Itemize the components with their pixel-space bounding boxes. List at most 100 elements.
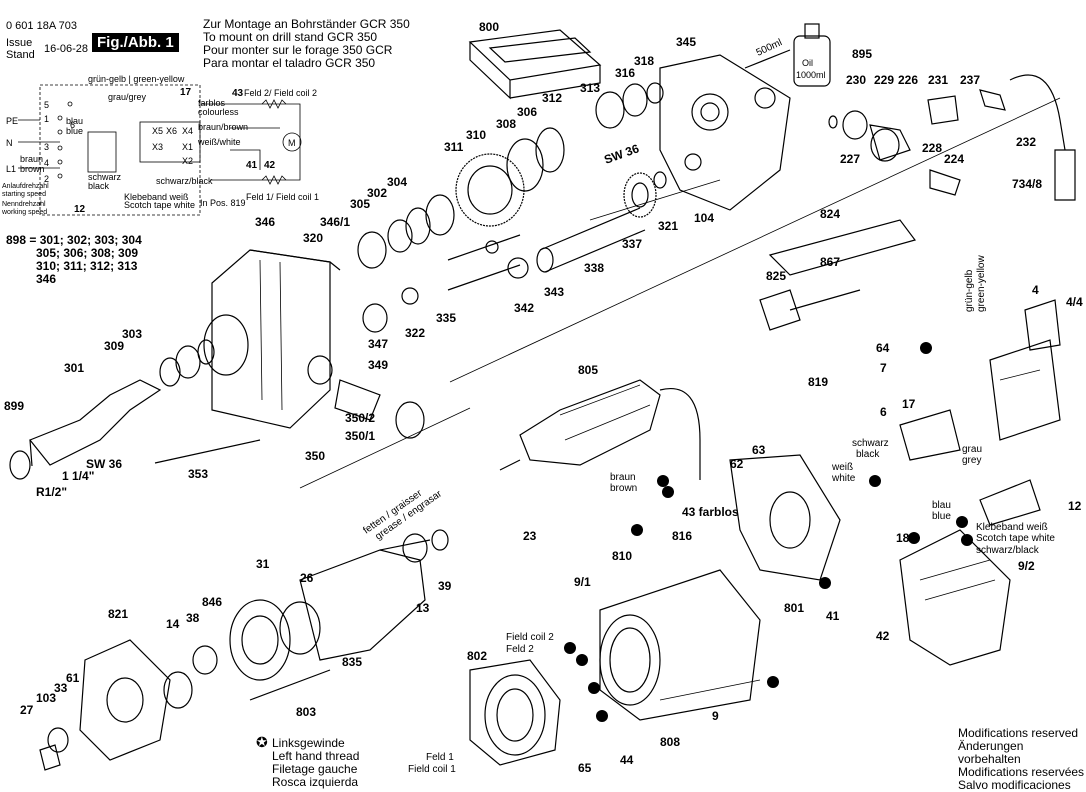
modifications-de: Änderungen vorbehalten: [958, 739, 1024, 766]
title-en: To mount on drill stand GCR 350: [203, 30, 378, 44]
pn-232: 232: [1016, 135, 1036, 149]
working-speed-de: Nenndrehzahl: [2, 201, 46, 208]
thread-label: 1 1/4": [62, 469, 94, 483]
pn-304: 304: [387, 175, 407, 189]
section-divider-2: [299, 407, 471, 489]
pn-337: 337: [622, 237, 642, 251]
pn-803: 803: [296, 705, 316, 719]
terminal-1: 1: [44, 114, 49, 124]
pn-343: 343: [544, 285, 564, 299]
pn-224: 224: [944, 152, 964, 166]
wire-blau-a: blau: [932, 500, 951, 511]
pn-342: 342: [514, 301, 534, 315]
pn-895: 895: [852, 47, 872, 61]
pn-226: 226: [898, 73, 918, 87]
pn-227: 227: [840, 152, 860, 166]
pn-27: 27: [20, 703, 34, 717]
gears: [357, 82, 721, 305]
terminal-x1: X1: [182, 142, 193, 152]
legend-line-fr: Filetage gauche: [272, 762, 358, 776]
pn-800: 800: [479, 20, 499, 34]
oil-label: Oil: [802, 58, 813, 68]
pn-18: 18: [896, 531, 910, 545]
field-coil-1-en: Field coil 1: [408, 764, 456, 775]
part-number-labels: 800 345 895 312 313 316 318 306 308 310 …: [4, 20, 1083, 775]
terminal-x5: X5: [152, 126, 163, 136]
pn-41: 41: [826, 609, 840, 623]
field-coil-2-en: Field coil 2: [506, 632, 554, 643]
pn-63: 63: [752, 443, 766, 457]
armature: [229, 529, 449, 701]
pn-4: 4: [1032, 283, 1039, 297]
fig-label: Fig./Abb. 1: [92, 33, 179, 52]
legend-line-de: Linksgewinde: [272, 736, 345, 750]
modifications-note: Modifications reserved Änderungen vorbeh…: [958, 727, 1086, 792]
pn-33: 33: [54, 681, 68, 695]
pn-808: 808: [660, 735, 680, 749]
title-es: Para montar el taladro GCR 350: [203, 56, 376, 70]
pn-17: 17: [902, 397, 916, 411]
sw36-label-b: SW 36: [86, 457, 122, 471]
pn-350: 350: [305, 449, 325, 463]
spindle: [9, 339, 215, 480]
wire-schwarz-1: schwarz: [88, 172, 122, 182]
wire-braun-brown: braun/brown: [198, 122, 248, 132]
title-fr: Pour monter sur le forage 350 GCR: [203, 43, 393, 57]
pn-61: 61: [66, 671, 80, 685]
pn-231: 231: [928, 73, 948, 87]
farblos-label: 43 farblos: [682, 505, 739, 519]
wiring-diagram: PE N L1 grün-gelb | green-yellow grau/gr…: [1, 74, 319, 216]
stator-housing: [599, 569, 761, 721]
wire-brown-1: brown: [20, 164, 45, 174]
field-coil-1-label: Feld 1/ Field coil 1: [246, 192, 319, 202]
pn-38: 38: [186, 611, 200, 625]
pn-318: 318: [634, 54, 654, 68]
terminal-2: 2: [44, 174, 49, 184]
small-parts: [154, 303, 425, 464]
schwarz-black-b: schwarz/black: [976, 545, 1040, 556]
wire-braun-a: braun: [610, 472, 636, 483]
pn-9-1: 9/1: [574, 575, 591, 589]
wiring-12: 12: [74, 204, 86, 215]
pn-4-4: 4/4: [1066, 295, 1083, 309]
pn-14-a: 14: [166, 617, 180, 631]
switch-box: [899, 299, 1061, 526]
pn-346: 346: [255, 215, 275, 229]
in-pos-819: In Pos. 819: [200, 198, 246, 208]
callout-texts: SW 36 SW 36 R1/2" 1 1/4" fetten / graiss…: [36, 141, 1055, 775]
pn-9: 9: [712, 709, 719, 723]
r12-label: R1/2": [36, 485, 67, 499]
water-fittings: [828, 74, 1076, 201]
oil-bottle: Oil 1000ml 500ml: [744, 23, 831, 87]
wiring-42: 42: [264, 160, 276, 171]
pn-353: 353: [188, 467, 208, 481]
legend-line-es: Rosca izquierda: [272, 775, 359, 789]
pn-303: 303: [122, 327, 142, 341]
pn-308: 308: [496, 117, 516, 131]
pn-305: 305: [350, 197, 370, 211]
n-label: N: [6, 138, 13, 148]
pn-103: 103: [36, 691, 56, 705]
pn-824: 824: [820, 207, 840, 221]
pn-62: 62: [730, 457, 744, 471]
left-thread-legend: ✪ Linksgewinde Left hand thread Filetage…: [256, 735, 359, 789]
pn-346-1: 346/1: [320, 215, 350, 229]
wire-white-a: white: [831, 473, 856, 484]
pn-825: 825: [766, 269, 786, 283]
pn-350-2: 350/2: [345, 411, 375, 425]
pn-6: 6: [880, 405, 887, 419]
doc-number: 0 601 18A 703: [6, 20, 77, 32]
pn-65: 65: [578, 761, 592, 775]
terminal-x3: X3: [152, 142, 163, 152]
wire-schwarz-a: schwarz: [852, 438, 889, 449]
pn-39: 39: [438, 579, 452, 593]
oil-1000ml: 1000ml: [796, 70, 826, 80]
pn-13: 13: [416, 601, 430, 615]
brush-holder: [759, 219, 917, 331]
tape-white-en: Scotch tape white: [124, 200, 195, 210]
pn-802: 802: [467, 649, 487, 663]
modifications-en: Modifications reserved: [958, 726, 1079, 740]
tape-white-de-b: Klebeband weiß: [976, 522, 1048, 533]
tape-white-de: Klebeband weiß: [124, 192, 189, 202]
l1-label: L1: [6, 164, 16, 174]
